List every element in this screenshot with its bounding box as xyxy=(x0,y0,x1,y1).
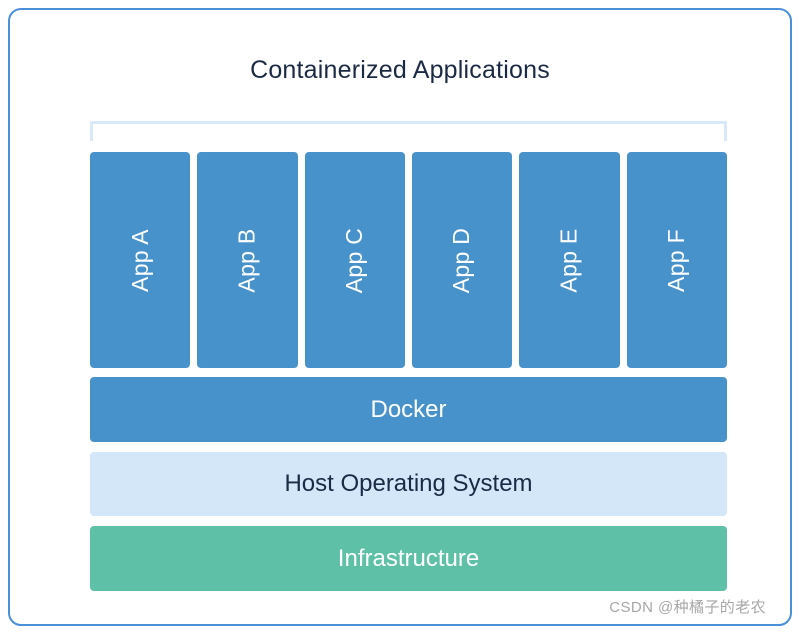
app-box-b[interactable]: App B xyxy=(197,152,298,368)
app-box-d[interactable]: App D xyxy=(411,152,513,368)
diagram-card: Containerized Applications App A App B A… xyxy=(8,8,792,626)
app-box-f[interactable]: App F xyxy=(626,152,727,368)
layer-infrastructure[interactable]: Infrastructure xyxy=(90,526,727,591)
app-box-a[interactable]: App A xyxy=(90,152,191,368)
app-box-label: App B xyxy=(233,227,260,293)
app-box-label: App E xyxy=(555,227,582,293)
app-box-label: App D xyxy=(448,227,475,293)
layer-host-operating-system[interactable]: Host Operating System xyxy=(90,452,727,516)
app-box-label: App A xyxy=(126,228,153,292)
watermark-text: CSDN @种橘子的老农 xyxy=(609,599,766,616)
containerized-apps-bracket xyxy=(90,121,727,141)
layer-docker[interactable]: Docker xyxy=(90,377,727,442)
app-box-label: App C xyxy=(341,227,368,293)
app-container-row: App A App B App C App D App E App F xyxy=(90,152,727,368)
app-box-e[interactable]: App E xyxy=(519,152,620,368)
app-box-label: App F xyxy=(663,228,690,292)
app-box-c[interactable]: App C xyxy=(304,152,405,368)
page-title: Containerized Applications xyxy=(250,56,550,84)
